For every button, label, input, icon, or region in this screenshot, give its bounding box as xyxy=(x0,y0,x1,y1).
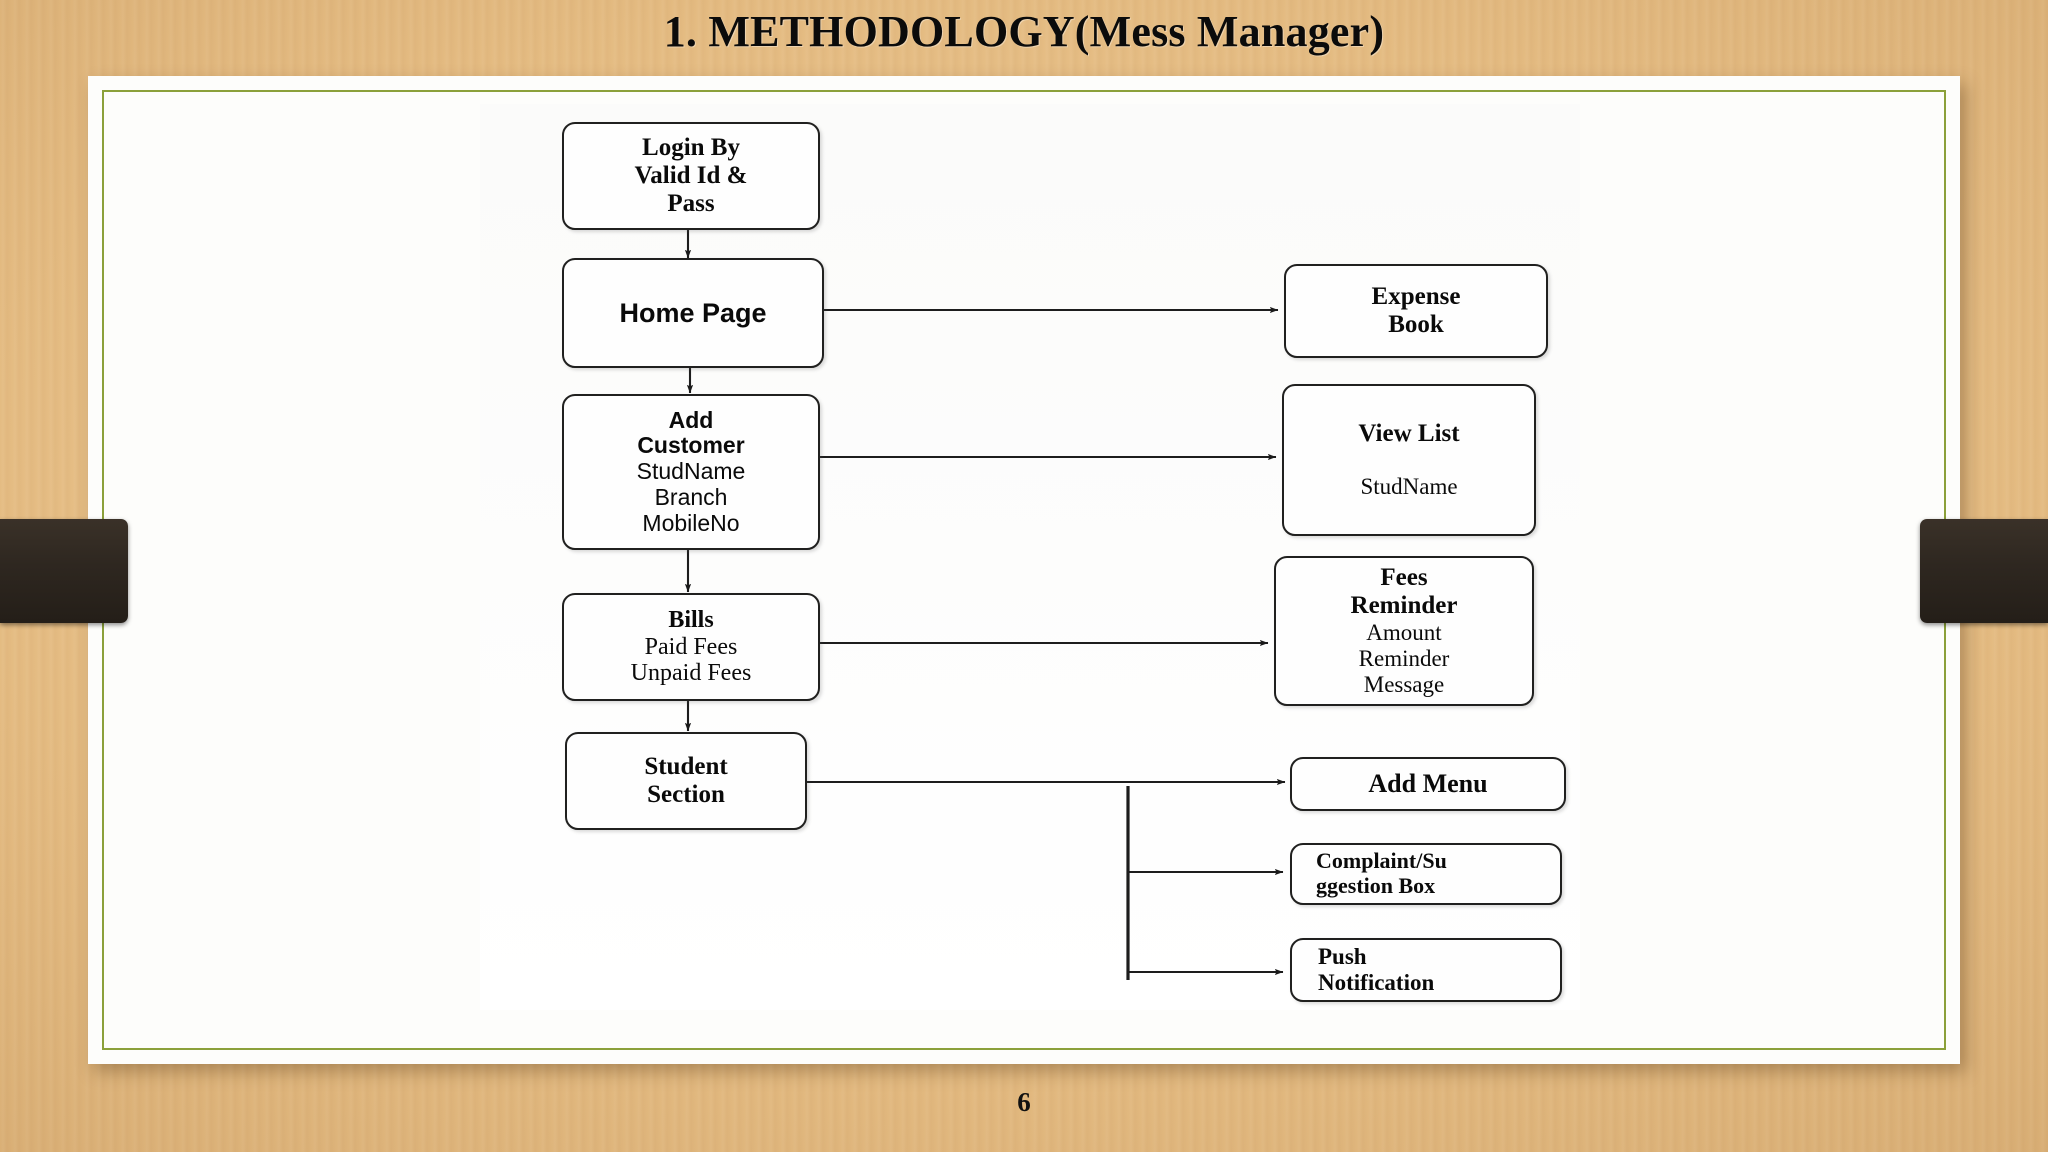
node-fees-reminder[interactable]: Fees Reminder Amount Reminder Message xyxy=(1274,556,1534,706)
node-fees-reminder-line-1: Fees xyxy=(1380,564,1428,592)
decorative-ribbon-left xyxy=(0,519,128,623)
node-expense-book[interactable]: Expense Book xyxy=(1284,264,1548,358)
node-expense-book-line-1: Expense xyxy=(1371,283,1461,310)
node-view-list-heading: View List xyxy=(1358,420,1460,448)
node-complaint-line-2: ggestion Box xyxy=(1316,873,1436,898)
node-add-customer-line-2: Customer xyxy=(637,432,745,459)
node-push-notification-line-1: Push xyxy=(1318,944,1367,970)
node-expense-book-line-2: Book xyxy=(1388,311,1444,338)
node-login-line-1: Login By xyxy=(642,134,740,161)
node-login[interactable]: Login By Valid Id & Pass xyxy=(562,122,820,230)
node-add-customer-line-1: Add xyxy=(668,406,714,433)
node-complaint-line-1: Complaint/Su xyxy=(1316,848,1447,874)
page-title: 1. METHODOLOGY(Mess Manager) xyxy=(663,7,1385,56)
node-complaint-suggestion-box[interactable]: Complaint/Su ggestion Box xyxy=(1290,843,1562,905)
decorative-ribbon-right xyxy=(1920,519,2048,623)
node-bills-line-paid: Paid Fees xyxy=(644,633,738,660)
node-add-menu[interactable]: Add Menu xyxy=(1290,757,1566,811)
node-push-notification-line-2: Notification xyxy=(1318,970,1435,995)
node-view-list-field-studname: StudName xyxy=(1360,474,1458,500)
node-fees-reminder-field-reminder: Reminder xyxy=(1358,646,1450,672)
node-home-page[interactable]: Home Page xyxy=(562,258,824,368)
node-add-menu-label: Add Menu xyxy=(1368,769,1488,799)
node-push-notification[interactable]: Push Notification xyxy=(1290,938,1562,1002)
node-bills[interactable]: Bills Paid Fees Unpaid Fees xyxy=(562,593,820,701)
node-view-list[interactable]: View List StudName xyxy=(1282,384,1536,536)
node-add-customer[interactable]: Add Customer StudName Branch MobileNo xyxy=(562,394,820,550)
node-fees-reminder-line-2: Reminder xyxy=(1350,592,1458,620)
node-home-page-label: Home Page xyxy=(619,297,767,328)
node-add-customer-field-mobileno: MobileNo xyxy=(642,509,740,536)
node-bills-line-unpaid: Unpaid Fees xyxy=(630,660,752,687)
node-student-section[interactable]: Student Section xyxy=(565,732,807,830)
node-student-section-line-1: Student xyxy=(644,753,728,780)
node-add-customer-field-studname: StudName xyxy=(636,458,746,485)
node-login-line-3: Pass xyxy=(667,190,715,217)
node-fees-reminder-field-amount: Amount xyxy=(1366,620,1442,646)
node-add-customer-field-branch: Branch xyxy=(654,483,728,510)
node-student-section-line-2: Section xyxy=(647,781,725,808)
page-number: 6 xyxy=(1017,1087,1031,1117)
node-login-line-2: Valid Id & xyxy=(634,162,748,189)
node-fees-reminder-field-message: Message xyxy=(1363,671,1445,697)
node-bills-heading: Bills xyxy=(668,606,714,633)
